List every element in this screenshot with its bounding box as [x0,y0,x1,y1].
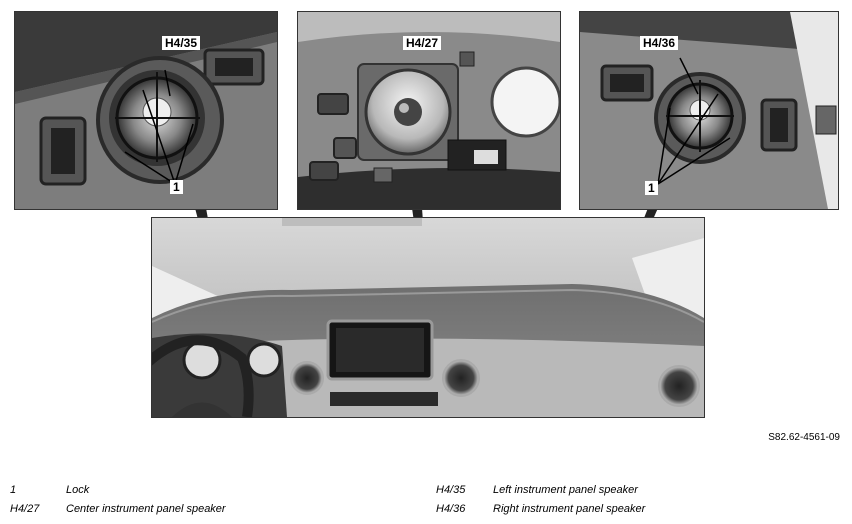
legend-desc-center-speaker: Center instrument panel speaker [66,503,226,515]
callout-left-speaker: H4/35 [162,36,201,50]
legend-desc-lock: Lock [66,484,90,496]
legend-code-center-speaker: H4/27 [10,503,40,515]
legend-code-right-speaker: H4/36 [436,503,466,515]
callout-lock-right: 1 [645,181,658,195]
right-speaker-detail-image [579,11,839,210]
callout-right-speaker: H4/36 [640,36,679,50]
left-speaker-detail-image [14,11,278,210]
figure-id: S82.62-4561-09 [768,432,840,443]
legend-code-left-speaker: H4/35 [436,484,466,496]
dashboard-overview-image [151,217,705,418]
legend-code-lock: 1 [10,484,17,496]
legend-desc-right-speaker: Right instrument panel speaker [493,503,646,515]
legend-desc-left-speaker: Left instrument panel speaker [493,484,638,496]
callout-lock-left: 1 [170,180,183,194]
callout-center-speaker: H4/27 [403,36,442,50]
